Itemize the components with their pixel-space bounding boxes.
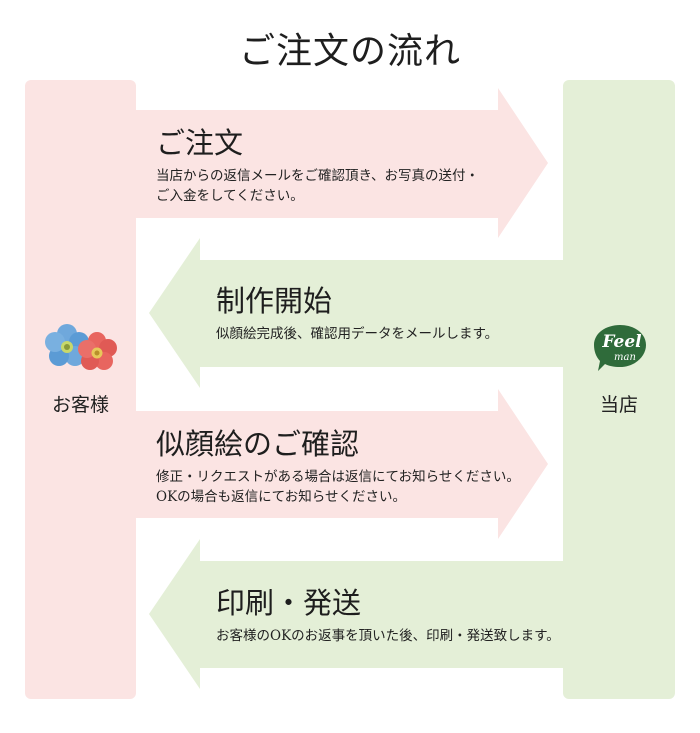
logo-text-man: man (614, 352, 636, 363)
step-description: 修正・リクエストがある場合は返信にてお知らせください。 OKの場合も返信にてお知… (156, 467, 520, 507)
customer-label: お客様 (51, 394, 109, 416)
step-desc-line: 修正・リクエストがある場合は返信にてお知らせください。 (156, 469, 520, 485)
step-print-ship: 印刷・発送 お客様のOKのお返事を頂いた後、印刷・発送致します。 (216, 586, 560, 646)
step-title: 似顔絵のご確認 (156, 427, 360, 461)
blue-flower-icon (45, 324, 89, 366)
step-title: 印刷・発送 (216, 586, 362, 620)
arrow-step-4 (149, 539, 563, 689)
step-description: お客様のOKのお返事を頂いた後、印刷・発送致します。 (216, 626, 560, 646)
flower-icon (45, 324, 117, 370)
arrow-step-2 (149, 238, 563, 388)
step-desc-line: OKの場合も返信にてお知らせください。 (156, 489, 406, 505)
shop-column (563, 80, 675, 699)
step-confirmation: 似顔絵のご確認 修正・リクエストがある場合は返信にてお知らせください。 OKの場… (156, 427, 520, 507)
step-desc-line: お客様のOKのお返事を頂いた後、印刷・発送致します。 (216, 628, 560, 644)
step-desc-line: ご入金をしてください。 (156, 188, 304, 204)
arrow-step-3 (136, 389, 548, 539)
step-title: 制作開始 (216, 284, 333, 318)
step-title: ご注文 (156, 126, 244, 160)
step-desc-line: 当店からの返信メールをご確認頂き、お写真の送付・ (156, 168, 480, 184)
shop-label: 当店 (599, 394, 638, 416)
logo-text-feel: Feel (601, 332, 642, 352)
step-order: ご注文 当店からの返信メールをご確認頂き、お写真の送付・ ご入金をしてください。 (156, 126, 479, 206)
step-desc-line: 似顔絵完成後、確認用データをメールします。 (216, 326, 499, 342)
arrow-step-1 (136, 88, 548, 238)
step-description: 当店からの返信メールをご確認頂き、お写真の送付・ ご入金をしてください。 (156, 166, 479, 206)
red-flower-icon (78, 332, 117, 370)
page-title: ご注文の流れ (238, 31, 461, 72)
step-production: 制作開始 似顔絵完成後、確認用データをメールします。 (216, 284, 498, 344)
step-description: 似顔絵完成後、確認用データをメールします。 (216, 324, 498, 344)
customer-column (25, 80, 136, 699)
feelman-logo-icon: Feel man (594, 325, 646, 371)
